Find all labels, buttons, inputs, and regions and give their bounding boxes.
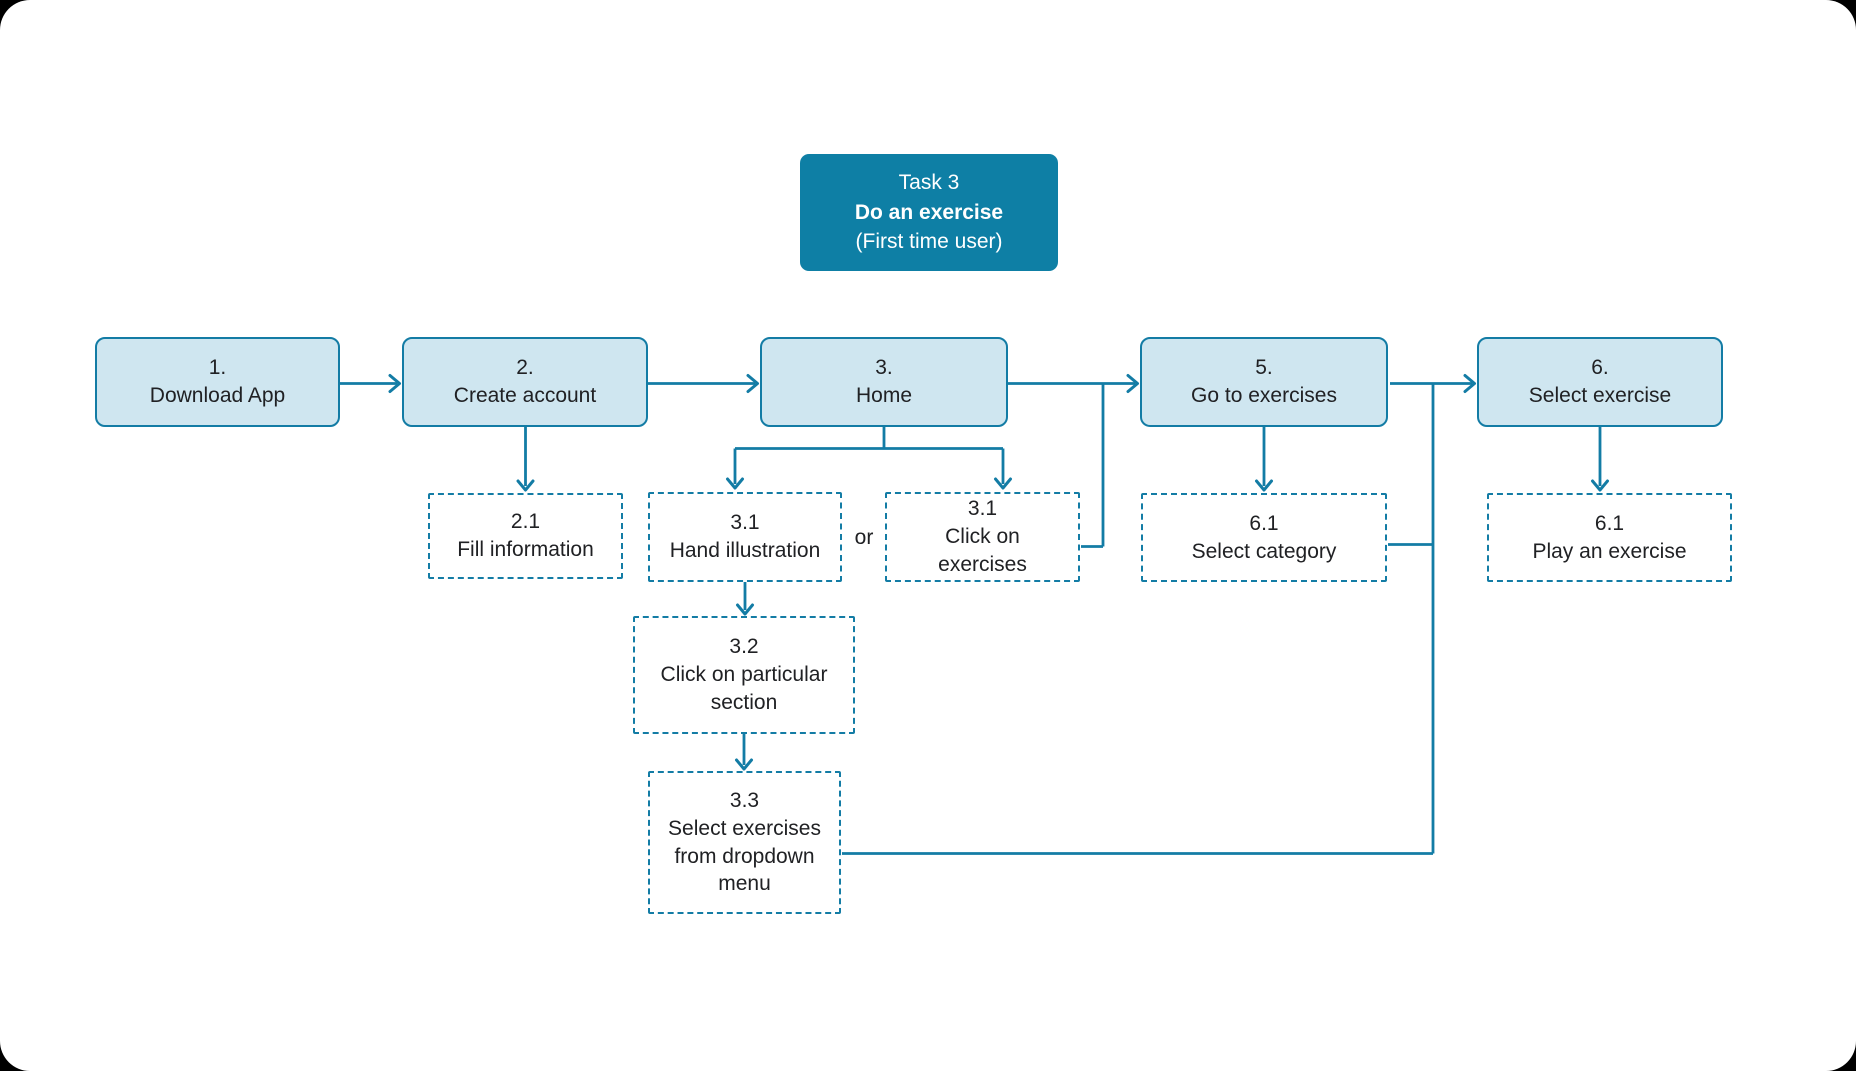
substep-number: 3.1 [967,497,998,521]
substep-label: Click on exercises [938,525,1027,576]
arrowhead-into-substep33 [735,758,753,771]
step-node-go-to-exercises: 5. Go to exercises [1140,337,1388,427]
or-label: or [854,526,874,549]
substep-node-fill-information: 2.1 Fill information [428,493,623,579]
arrowhead-into-substep31b [994,477,1012,490]
arrowhead-into-step6 [1463,374,1476,393]
arrowhead-into-substep21 [516,479,535,492]
substep-number: 3.2 [729,635,759,659]
step-node-create-account: 2. Create account [402,337,648,427]
arrowhead-into-step2 [388,374,401,393]
substep-node-play-an-exercise: 6.1 Play an exercise [1487,493,1732,582]
substep-number: 6.1 [1594,511,1625,535]
substep-node-click-on-exercises: 3.1 Click on exercises [885,492,1080,582]
substep-number: 6.1 [1249,511,1279,535]
task-title-line2: Do an exercise [854,200,1004,224]
step-node-download-app: 1. Download App [95,337,340,427]
arrowhead-into-substep61a [1255,479,1273,492]
step-node-select-exercise: 6. Select exercise [1477,337,1723,427]
step-number: 1. [208,356,227,380]
substep-node-select-exercises-from-dropdown: 3.3 Select exercises from dropdown menu [648,771,841,914]
substep-label: Click on particular section [660,663,828,714]
substep-node-click-on-particular-section: 3.2 Click on particular section [633,616,855,734]
substep-node-hand-illustration: 3.1 Hand illustration [648,492,842,582]
step-number: 5. [1255,356,1273,380]
substep-number: 3.1 [730,511,760,535]
arrowhead-into-substep32 [736,603,754,616]
substep-label: Fill information [457,538,594,561]
task-title-card: Task 3 Do an exercise (First time user) [800,154,1058,271]
step-label: Go to exercises [1191,384,1337,407]
substep-number: 3.3 [729,788,760,812]
step-number: 3. [875,356,893,380]
arrowhead-into-step5 [1126,374,1139,393]
step-label: Home [855,384,913,407]
step-number: 2. [516,356,534,380]
task-title-line3: (First time user) [855,230,1003,254]
substep-number: 2.1 [510,510,541,534]
arrowhead-into-step3 [746,374,759,393]
arrowhead-into-substep61b [1591,479,1609,492]
step-number: 6. [1591,356,1609,380]
task-title-line1: Task 3 [898,170,960,194]
substep-label: Select category [1191,539,1337,563]
step-node-home: 3. Home [760,337,1008,427]
step-label: Select exercise [1528,384,1672,407]
step-label: Download App [149,384,286,407]
arrowhead-into-substep31a [726,477,744,490]
substep-label: Hand illustration [669,539,821,562]
step-label: Create account [453,384,597,407]
substep-node-select-category: 6.1 Select category [1141,493,1387,582]
substep-label: Select exercises from dropdown menu [668,816,821,896]
substep-label: Play an exercise [1532,539,1687,563]
